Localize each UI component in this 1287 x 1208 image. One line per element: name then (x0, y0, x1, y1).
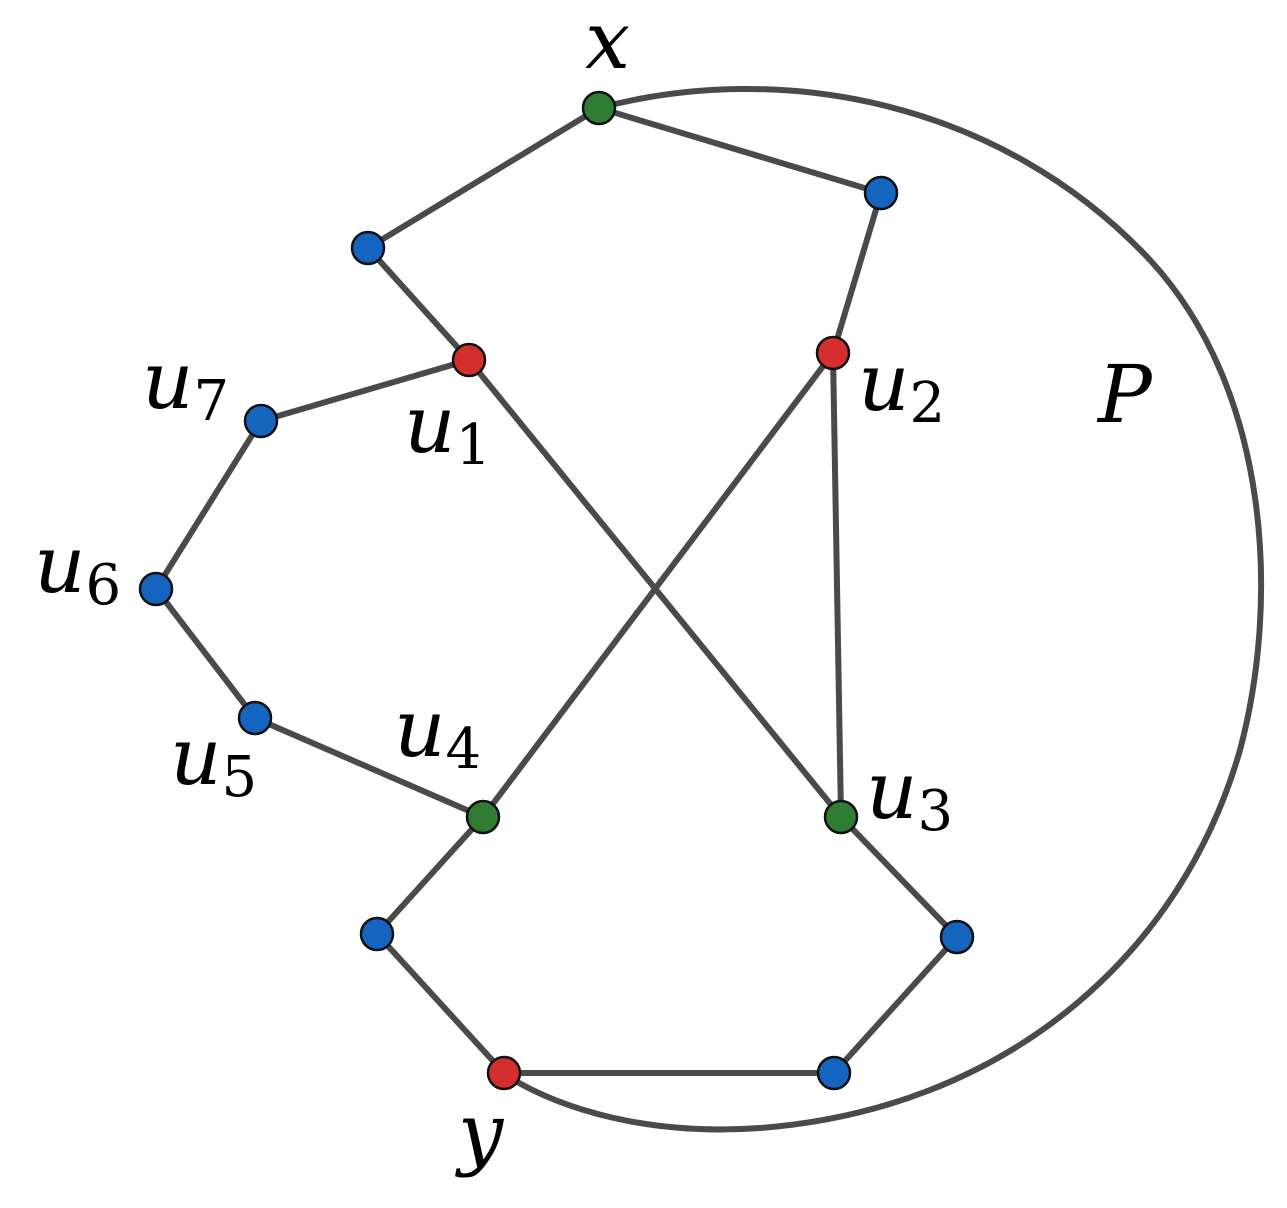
vertex-u6 (138, 571, 174, 607)
edge-u2-u3 (830, 350, 844, 820)
edge-u5-u4 (252, 715, 486, 820)
edge-d-u3 (838, 814, 960, 940)
label-u7: u7 (142, 334, 229, 434)
edge-u7-u6 (153, 418, 264, 592)
label-u1: u1 (404, 378, 491, 478)
vertex-u3 (823, 799, 859, 835)
graph-vertices (138, 90, 975, 1091)
label-u3: u3 (866, 744, 953, 844)
label-p: P (1096, 348, 1153, 441)
edge-b-u2 (830, 190, 884, 356)
vertex-c (359, 916, 395, 952)
edge-u2-u4 (480, 350, 836, 820)
label-u2: u2 (858, 336, 945, 436)
edge-a-u1 (365, 245, 472, 363)
edge-x-b (596, 105, 884, 196)
vertex-u7 (243, 403, 279, 439)
vertex-u1 (451, 342, 487, 378)
label-u5: u5 (170, 710, 257, 810)
edge-c-y (374, 931, 507, 1076)
edge-u4-c (374, 814, 486, 937)
label-u6: u6 (34, 518, 121, 618)
path-p-arc (501, 85, 1265, 1133)
vertex-b (863, 175, 899, 211)
edge-u6-u5 (153, 586, 258, 721)
edge-x-a (365, 105, 602, 251)
vertex-d (939, 919, 975, 955)
edge-e-d (831, 934, 960, 1076)
edge-u1-u7 (258, 357, 472, 424)
vertex-u4 (465, 799, 501, 835)
vertex-x (581, 90, 617, 126)
graph-edges (153, 105, 960, 1076)
vertex-a (350, 230, 386, 266)
label-y: y (455, 1086, 505, 1179)
label-u4: u4 (394, 682, 481, 782)
vertex-y (486, 1055, 522, 1091)
vertex-u5 (237, 700, 273, 736)
vertex-e (816, 1055, 852, 1091)
label-x: x (585, 0, 630, 87)
vertex-u2 (815, 335, 851, 371)
